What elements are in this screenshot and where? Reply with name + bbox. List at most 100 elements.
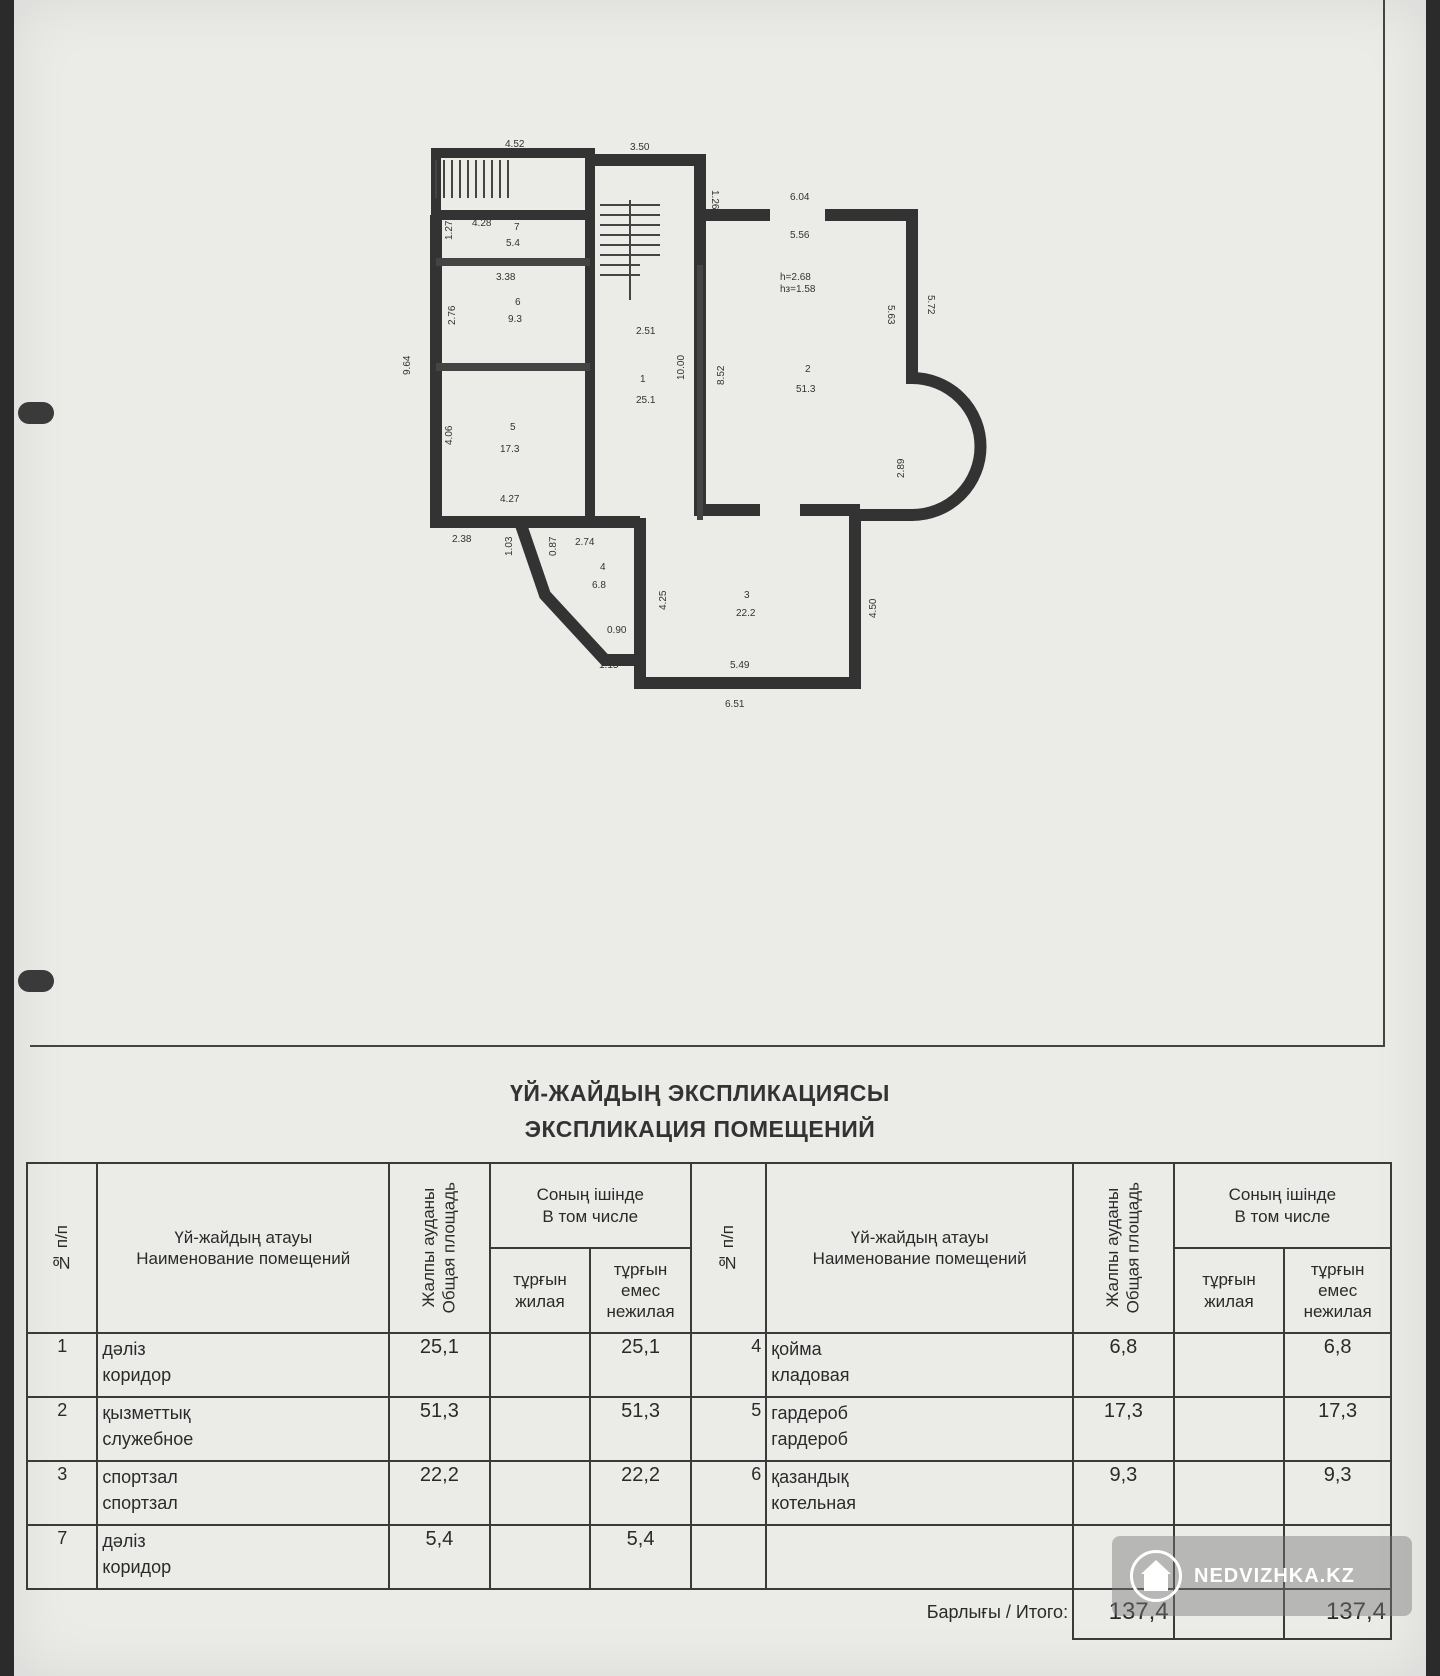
plan-dimension: 5.49 xyxy=(730,660,750,671)
cell-nonresidential: 5,4 xyxy=(589,1524,692,1590)
room-number: 6 xyxy=(515,297,521,308)
plan-dimension: 1.03 xyxy=(504,536,515,556)
cell-total: 5,4 xyxy=(388,1524,491,1590)
cell-name xyxy=(765,1524,1075,1590)
cell-residential xyxy=(1172,1332,1286,1398)
room-number: 3 xyxy=(744,590,750,601)
plan-dimension: 10.00 xyxy=(676,355,687,380)
plan-dimension: 6.51 xyxy=(725,699,745,710)
cell-residential xyxy=(1172,1460,1286,1526)
room-number: 7 xyxy=(514,222,520,233)
cell-nonresidential: 17,3 xyxy=(1283,1396,1392,1462)
room-area: 25.1 xyxy=(636,395,656,406)
total-nonresidential: 137,4 xyxy=(1284,1588,1392,1640)
cell-residential xyxy=(488,1460,592,1526)
plan-dimension: 0.90 xyxy=(607,625,627,636)
cell-nonresidential: 51,3 xyxy=(589,1396,692,1462)
title-kz: ҮЙ-ЖАЙДЫҢ ЭКСПЛИКАЦИЯСЫ xyxy=(510,1080,890,1106)
cell-total: 6,8 xyxy=(1072,1332,1175,1398)
room-number: 4 xyxy=(600,562,606,573)
cell-no: 4 xyxy=(689,1332,768,1398)
floor-plan: 4.52 3.50 1.26 6.04 5.56 5.72 5.63 4.28 … xyxy=(402,139,987,710)
plan-dimension: 9.64 xyxy=(402,355,413,375)
plan-dimension: 3.38 xyxy=(496,272,516,283)
house-icon xyxy=(1130,1550,1182,1602)
plan-dimension: 1.27 xyxy=(444,220,455,240)
plan-dimension: 1.26 xyxy=(709,190,720,210)
cell-nonresidential xyxy=(1283,1524,1392,1590)
room-number: 1 xyxy=(640,374,646,385)
watermark-text: NEDVIZHKA.KZ xyxy=(1194,1564,1355,1587)
cell-residential xyxy=(1172,1396,1286,1462)
room-area: 22.2 xyxy=(736,608,756,619)
cell-total: 51,3 xyxy=(388,1396,491,1462)
cell-total: 17,3 xyxy=(1072,1396,1175,1462)
plan-dimension: 2.74 xyxy=(575,537,595,548)
plan-dimension: 5.72 xyxy=(925,295,936,315)
cell-no xyxy=(689,1524,768,1590)
cell-no: 2 xyxy=(25,1396,99,1462)
plan-dimension: 5.63 xyxy=(885,305,896,325)
title-ru: ЭКСПЛИКАЦИЯ ПОМЕЩЕНИЙ xyxy=(524,1116,876,1142)
plan-dimension: 4.28 xyxy=(472,218,492,229)
header-no: № п/п xyxy=(25,1162,99,1334)
cell-total: 25,1 xyxy=(388,1332,491,1398)
room-area: 5.4 xyxy=(506,238,520,249)
room-area: 9.3 xyxy=(508,314,522,325)
cell-total: 22,2 xyxy=(388,1460,491,1526)
plan-dimension: 2.51 xyxy=(636,326,656,337)
cell-residential xyxy=(488,1524,592,1590)
room-area: 51.3 xyxy=(796,384,816,395)
plan-dimension: 8.52 xyxy=(716,365,727,385)
plan-dimension: 3.50 xyxy=(630,142,650,153)
room-area: 17.3 xyxy=(500,444,520,455)
cell-total: 9,3 xyxy=(1072,1460,1175,1526)
cell-residential xyxy=(488,1396,592,1462)
cell-nonresidential: 6,8 xyxy=(1283,1332,1392,1398)
total-label: Барлығы / Итого: xyxy=(27,1588,1075,1639)
room-area: 6.8 xyxy=(592,580,606,591)
cell-no: 7 xyxy=(25,1524,99,1590)
cell-no: 5 xyxy=(689,1396,768,1462)
plan-dimension: 6.04 xyxy=(790,192,810,203)
cell-nonresidential: 22,2 xyxy=(589,1460,692,1526)
plan-dimension: 0.87 xyxy=(548,536,559,556)
plan-dimension: 1.15 xyxy=(599,660,619,671)
plan-dimension: 4.52 xyxy=(505,139,525,150)
cell-no: 3 xyxy=(25,1460,99,1526)
cell-no: 6 xyxy=(689,1460,768,1526)
plan-dimension: 5.56 xyxy=(790,230,810,241)
plan-dimension: 4.25 xyxy=(658,590,669,610)
cell-nonresidential: 25,1 xyxy=(589,1332,692,1398)
watermark: NEDVIZHKA.KZ xyxy=(1112,1536,1412,1616)
plan-dimension: 4.50 xyxy=(868,598,879,618)
cell-nonresidential: 9,3 xyxy=(1283,1460,1392,1526)
total-row: Барлығы / Итого: 137,4 137,4 xyxy=(27,1588,1392,1640)
cell-residential xyxy=(488,1332,592,1398)
cell-no: 1 xyxy=(25,1332,99,1398)
binding-hole xyxy=(18,970,54,992)
plan-frame xyxy=(30,0,1385,1047)
plan-dimension: 4.06 xyxy=(444,425,455,445)
total-residential xyxy=(1173,1588,1286,1640)
